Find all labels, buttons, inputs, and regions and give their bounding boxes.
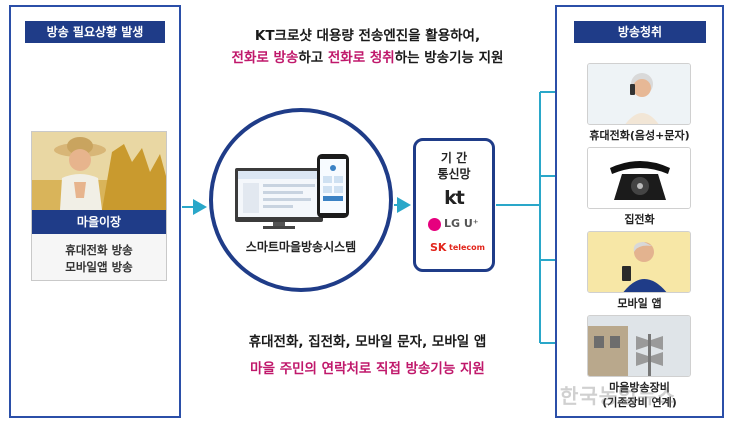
right-panel: 방송청취 휴대전화(음성+문자) 집전화 모바일 앱 [555,5,724,418]
lgu-text: LG U⁺ [444,217,479,230]
village-head-label: 마을이장 [32,210,166,234]
headline-phone-broadcast: 전화로 방송 [231,50,299,66]
village-head-card: 마을이장 휴대전화 방송 모바일앱 방송 [31,131,167,281]
broadcast-equipment-label: 마을방송장비 [609,381,670,394]
headline-phone-listen: 전화로 청취 [327,50,395,66]
sk-logo: SK telecom [430,241,490,259]
app-broadcast-text: 모바일앱 방송 [65,260,133,274]
sk-telecom-text: telecom [449,243,485,252]
farmer-illustration [32,132,166,210]
home-phone-label: 집전화 [624,213,655,226]
kt-logo: kt [444,187,465,209]
bottom-line2: 마을 주민의 연락처로 직접 방송기능 지원 [250,361,485,377]
headline-line1: KT크로샷 대용량 전송엔진을 활용하여, [254,28,481,44]
broadcast-equipment-sublabel: (기존장비 연계) [602,396,677,409]
system-label: 스마트마을방송시스템 [245,240,357,254]
mobile-app-image [587,231,691,293]
monitor-and-phone-graphic [235,154,349,229]
left-panel-title: 방송 필요상황 발생 [25,21,165,43]
mobile-app-label: 모바일 앱 [617,297,662,310]
headline-suffix: 하는 방송기능 지원 [394,50,504,66]
left-panel: 방송 필요상황 발생 마을이장 휴대전화 방송 모바일앱 방송 [9,5,181,418]
broadcast-equipment-image [587,315,691,377]
lgu-circle-icon [428,218,441,231]
headline-line2: 전화로 방송하고 전화로 청취하는 방송기능 지원 [180,46,555,66]
lgu-logo: LG U⁺ [428,217,488,233]
watermark: 한국농업뉴스 [560,384,677,408]
right-panel-title: 방송청취 [574,21,706,43]
mobile-phone-image [587,63,691,125]
headline-connector: 하고 [298,50,328,66]
sk-text: SK [430,241,447,254]
smart-broadcast-system: 스마트마을방송시스템 [209,108,393,292]
carrier-title-2: 통신망 [437,167,471,181]
mobile-broadcast-text: 휴대전화 방송 [65,243,133,257]
carrier-title-1: 기 간 [440,151,468,165]
mobile-phone-label: 휴대전화(음성+문자) [589,129,690,142]
bottom-line1: 휴대전화, 집전화, 모바일 문자, 모바일 앱 [248,334,487,350]
carrier-network-box: 기 간 통신망 kt LG U⁺ SK telecom [413,138,495,272]
home-phone-image [587,147,691,209]
